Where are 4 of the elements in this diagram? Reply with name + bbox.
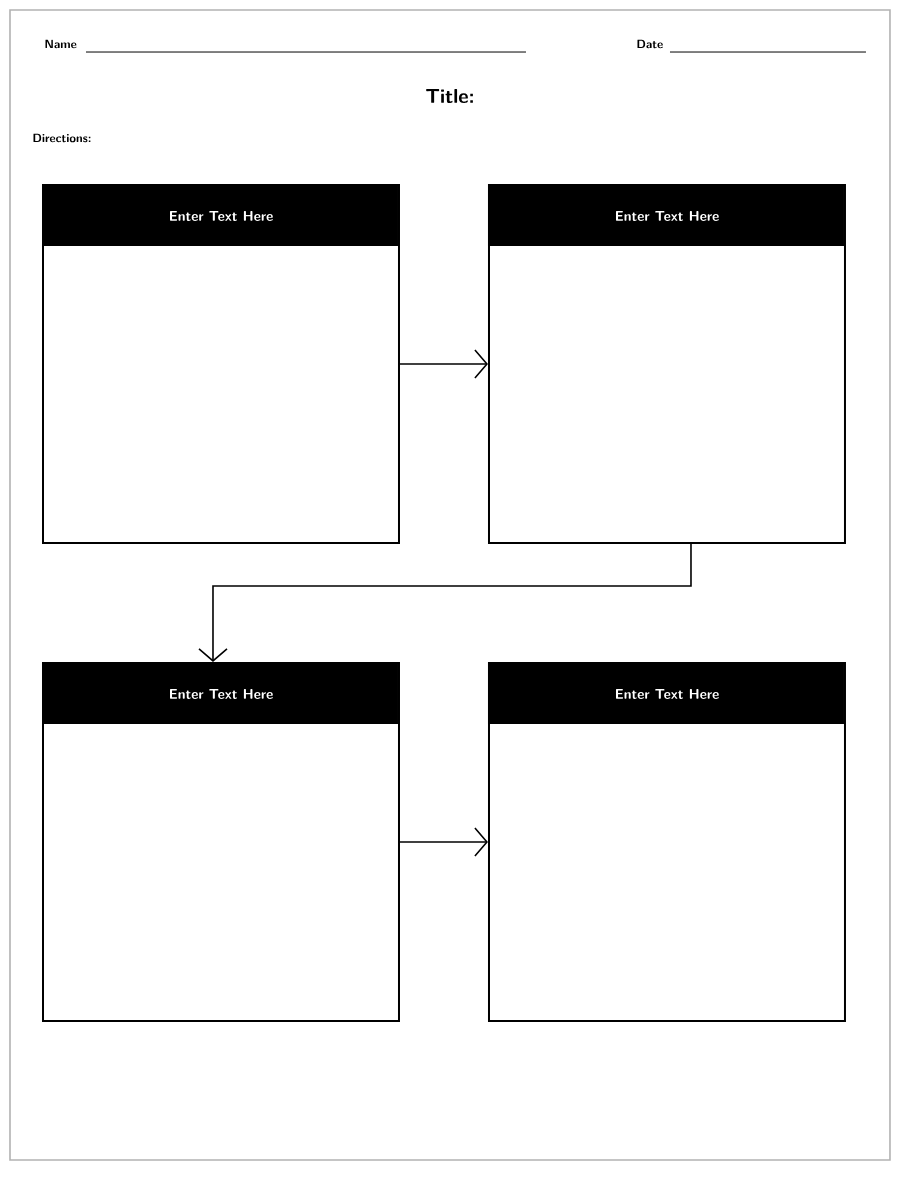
arrow: [399, 827, 488, 857]
arrow: [399, 349, 488, 379]
title: Title:: [426, 88, 473, 104]
arrow: [198, 543, 692, 662]
